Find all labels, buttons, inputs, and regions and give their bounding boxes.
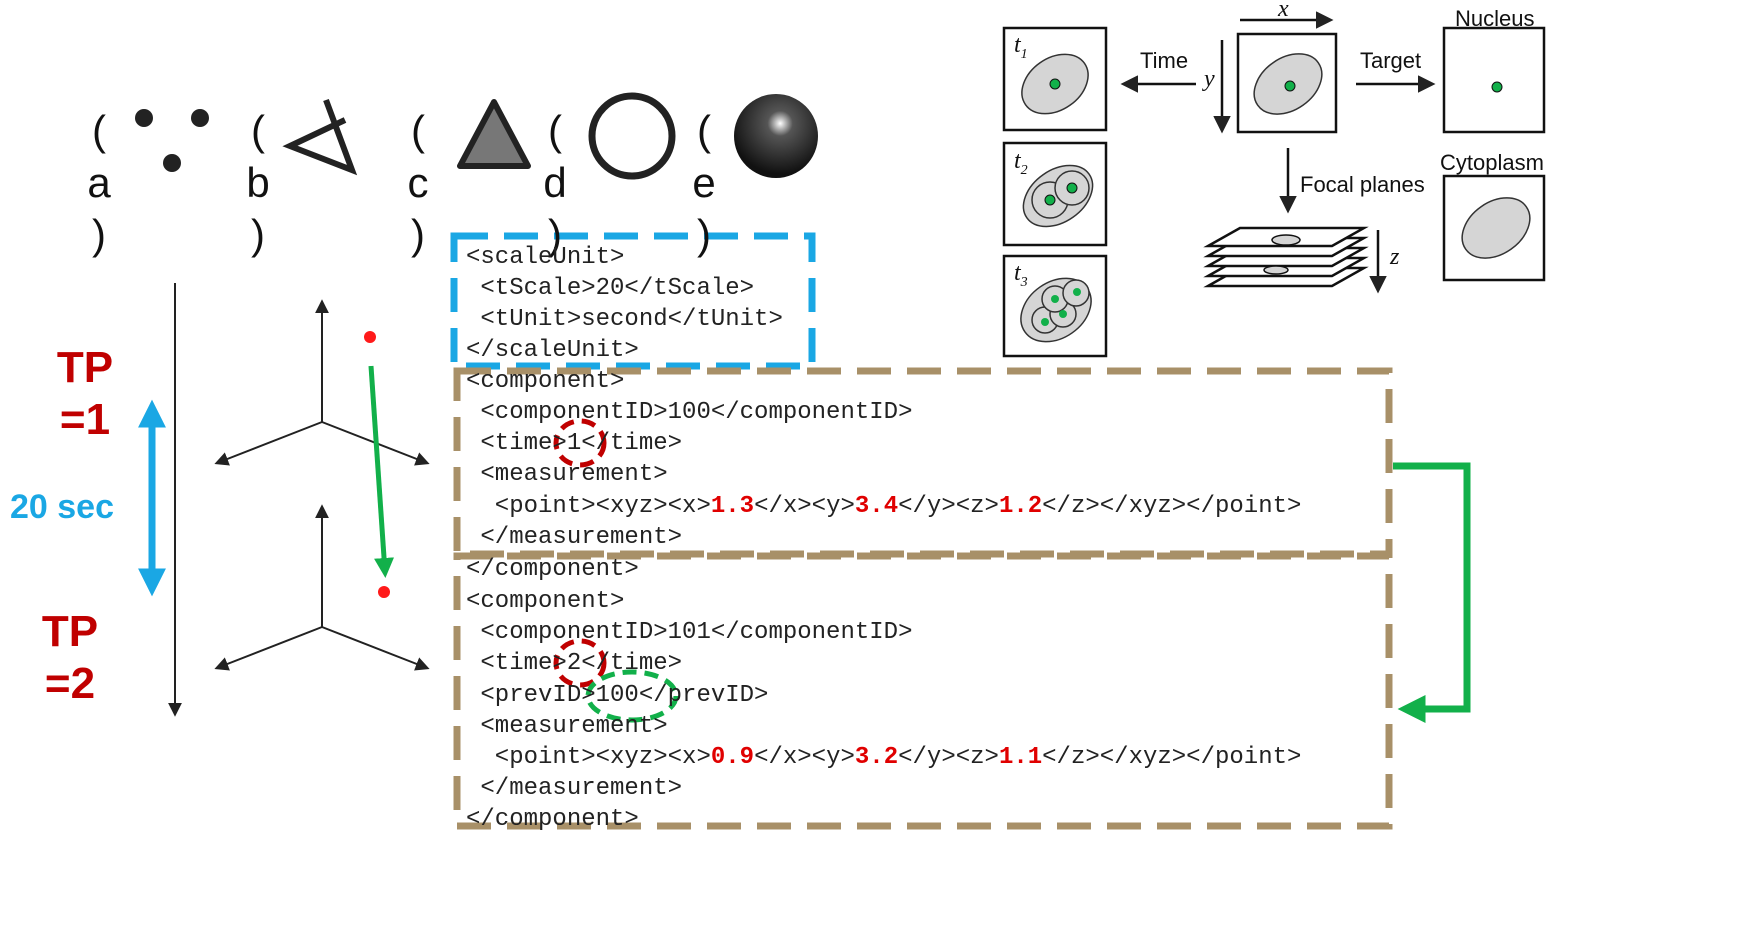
time-label: Time	[1140, 48, 1189, 73]
duration-label: 20 sec	[10, 488, 114, 526]
tp1-label-line2: =1	[59, 395, 111, 444]
code-line: <prevID>100</prevID>	[466, 682, 769, 709]
point-tp2	[378, 586, 390, 598]
code-line: <component>	[466, 588, 625, 615]
code-fragment: </z></xyz></point>	[1042, 493, 1302, 520]
tp1-label-line1: TP	[56, 343, 114, 392]
nucleus-label: Nucleus	[1455, 6, 1535, 31]
point-set-glyph	[135, 109, 209, 172]
inset-arrows	[1120, 11, 1436, 294]
time-1-highlight	[553, 418, 607, 468]
scale-unit-box	[450, 232, 816, 370]
code-line: <tUnit>second</tUnit>	[466, 306, 783, 333]
polyline-glyph	[282, 98, 358, 176]
coord-x-value: 1.3	[710, 493, 755, 520]
point-tp1	[364, 331, 376, 343]
time-2-highlight	[553, 638, 607, 688]
circle-glyph	[588, 92, 676, 180]
sphere-glyph	[734, 94, 818, 178]
axes-tp2	[214, 504, 430, 671]
coord-y-value: 3.4	[854, 493, 899, 520]
code-line: </component>	[466, 806, 639, 833]
triangle-glyph	[457, 99, 531, 169]
tp1-label: TP =1	[30, 342, 140, 446]
code-line: <time>1</time>	[466, 430, 683, 457]
coord-z-value: 1.1	[998, 744, 1043, 771]
axis-x-label: x	[1278, 0, 1289, 22]
code-fragment: </x><y>	[754, 493, 855, 520]
target-label: Target	[1360, 48, 1422, 73]
previd-highlight	[585, 669, 679, 723]
axis-y-label: y	[1204, 66, 1215, 92]
code-line: <measurement>	[466, 461, 668, 488]
code-line: </component>	[466, 556, 639, 583]
code-line: <time>2</time>	[466, 650, 683, 677]
code-line: </measurement>	[466, 775, 683, 802]
cytoplasm-label: Cytoplasm	[1440, 150, 1544, 175]
code-line: <tScale>20</tScale>	[466, 275, 755, 302]
coord-y-value: 3.2	[854, 744, 899, 771]
coord-x-value: 0.9	[710, 744, 755, 771]
coord-z-value: 1.2	[998, 493, 1043, 520]
motion-arrow	[368, 365, 395, 578]
axes-tp1	[214, 299, 430, 466]
axis-z-label: z	[1390, 244, 1400, 270]
point-line-1: <point><xyz><x>1.3</x><y>3.4</y><z>1.2</…	[466, 491, 1302, 523]
code-fragment: </y><z>	[898, 744, 999, 771]
code-line: <componentID>100</componentID>	[466, 399, 913, 426]
focal-planes-stack	[1203, 226, 1369, 288]
code-fragment: </z></xyz></point>	[1042, 744, 1302, 771]
code-line: <scaleUnit>	[466, 244, 625, 271]
t3-label: t3	[1014, 260, 1028, 290]
code-fragment: </y><z>	[898, 493, 999, 520]
t2-label: t2	[1014, 148, 1028, 178]
point-line-2: <point><xyz><x>0.9</x><y>3.2</y><z>1.1</…	[466, 742, 1302, 774]
tp2-label-line2: =2	[44, 659, 96, 708]
inset-figure	[1002, 26, 1546, 358]
link-arrow	[1393, 462, 1471, 723]
tp2-label-line1: TP	[41, 607, 99, 656]
code-fragment: <point><xyz><x>	[466, 744, 711, 771]
focal-planes-label: Focal planes	[1300, 172, 1425, 197]
code-line: <componentID>101</componentID>	[466, 619, 913, 646]
code-fragment: </x><y>	[754, 744, 855, 771]
code-line: <component>	[466, 368, 625, 395]
component-101-box	[453, 552, 1393, 830]
code-line: </measurement>	[466, 524, 683, 551]
t1-label: t1	[1014, 32, 1028, 62]
tp2-label: TP =2	[15, 606, 125, 710]
code-line: <measurement>	[466, 713, 668, 740]
code-fragment: <point><xyz><x>	[466, 493, 711, 520]
code-line: </scaleUnit>	[466, 337, 639, 364]
inset-cells	[1020, 53, 1531, 343]
